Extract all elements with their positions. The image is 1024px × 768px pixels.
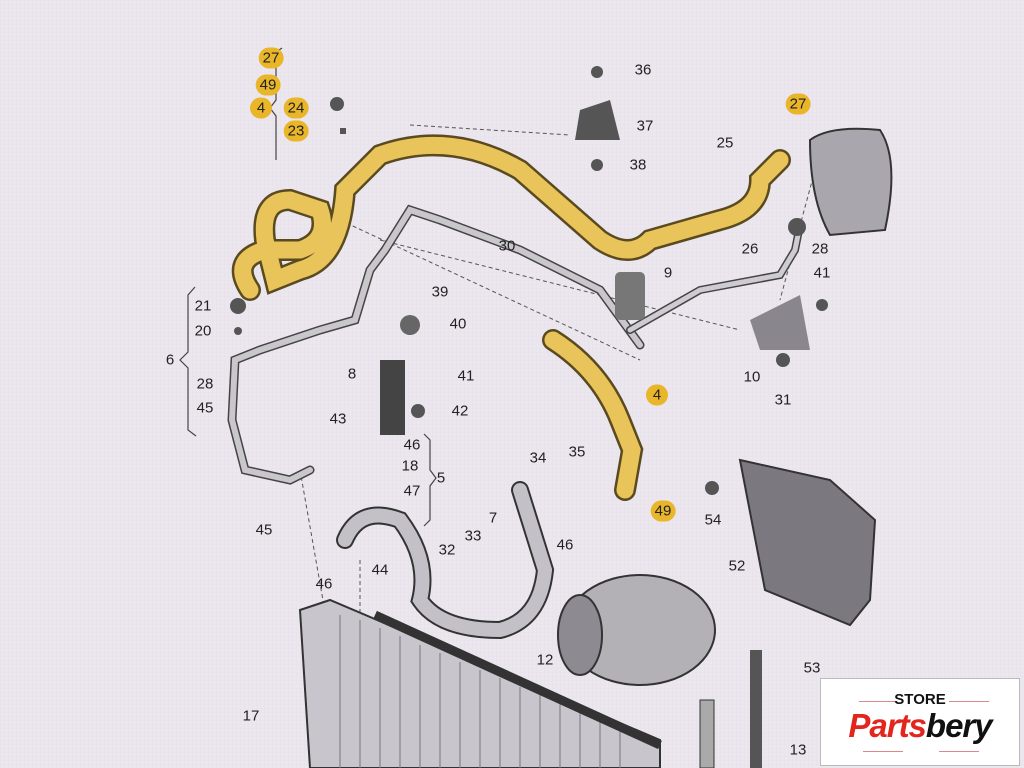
callout-label: 28 [196,375,214,393]
condenser [298,598,762,768]
callout-label: 9 [663,264,673,282]
callout-label: 46 [403,436,421,454]
callout-label: 24 [283,97,309,119]
heat-shield [738,458,877,627]
callout-label: 46 [556,536,574,554]
logo-brand-text: Partsbery [821,707,1019,745]
callout-label: 27 [785,93,811,115]
small-parts [230,66,828,495]
callout-label: 34 [529,449,547,467]
callout-label: 49 [255,74,281,96]
callout-label: 45 [196,399,214,417]
compressor [557,574,716,686]
callout-label: 52 [728,557,746,575]
callout-label: 5 [436,469,446,487]
callout-label: 8 [347,365,357,383]
callout-label: 36 [634,61,652,79]
logo-store-text: STORE [894,691,946,708]
callout-label: 38 [629,156,647,174]
callout-label: 21 [194,297,212,315]
callout-label: 4 [646,384,668,406]
callout-label: 39 [431,283,449,301]
callout-label: 37 [636,117,654,135]
callout-label: 46 [315,575,333,593]
leader-lines [299,124,816,768]
yellow-hose [231,134,791,501]
callout-label: 45 [255,521,273,539]
callout-label: 47 [403,482,421,500]
callout-label: 30 [498,237,516,255]
callout-label: 20 [194,322,212,340]
callout-label: 7 [488,509,498,527]
callout-label: 53 [803,659,821,677]
callout-label: 35 [568,443,586,461]
callout-label: 27 [258,47,284,69]
store-logo: STORE Partsbery [820,678,1020,766]
callout-label: 13 [789,741,807,759]
callout-label: 54 [704,511,722,529]
callout-label: 12 [536,651,554,669]
callout-label: 17 [242,707,260,725]
callout-label: 26 [741,240,759,258]
callout-label: 28 [811,240,829,258]
logo-brand-part2: bery [925,707,993,744]
callout-label: 49 [650,500,676,522]
callout-label: 18 [401,457,419,475]
callout-label: 44 [371,561,389,579]
callout-label: 31 [774,391,792,409]
callout-label: 41 [813,264,831,282]
callout-label: 33 [464,527,482,545]
callout-label: 25 [716,134,734,152]
callout-label: 23 [283,120,309,142]
callout-label: 6 [165,351,175,369]
callout-label: 43 [329,410,347,428]
callout-label: 40 [449,315,467,333]
expansion-valve-block [808,127,893,237]
callout-label: 32 [438,541,456,559]
callout-label: 42 [451,402,469,420]
logo-brand-part1: Parts [848,707,927,744]
callout-label: 10 [743,368,761,386]
callout-label: 4 [250,97,272,119]
gray-pipe [227,204,804,640]
callout-label: 41 [457,367,475,385]
